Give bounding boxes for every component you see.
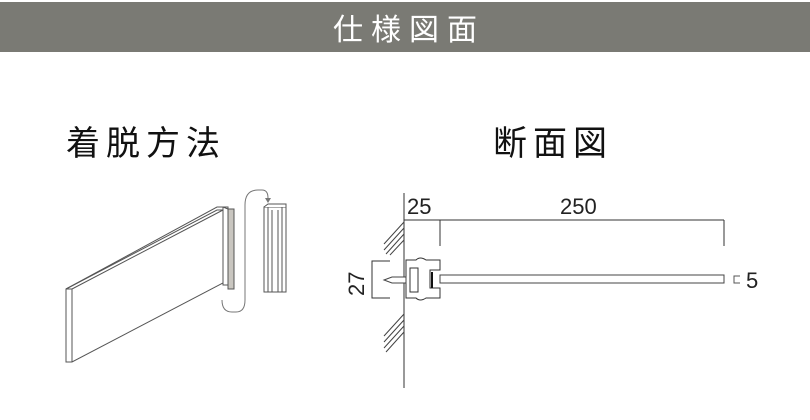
page-title: 仕様図面 (333, 13, 485, 48)
arrow-down-icon (265, 198, 271, 203)
dimension-bracket-height (371, 260, 390, 299)
dimension-27: 27 (344, 272, 369, 296)
dimension-bracket-thickness (733, 275, 740, 284)
panel-section (439, 274, 725, 284)
dimension-250: 250 (560, 194, 597, 219)
dimension-5: 5 (746, 268, 758, 293)
arrow-path (221, 189, 271, 313)
dimension-25: 25 (407, 194, 431, 219)
wall-hatch-upper (383, 221, 405, 256)
attach-method-title: 着脱方法 (66, 124, 226, 164)
holder-rail-drawing (263, 203, 287, 293)
cross-section-drawing (371, 193, 740, 388)
header-bar: 仕様図面 (0, 2, 810, 52)
panel-drawing (65, 206, 235, 363)
cross-section-title: 断面図 (493, 124, 613, 164)
wall-hatch-lower (383, 313, 405, 353)
